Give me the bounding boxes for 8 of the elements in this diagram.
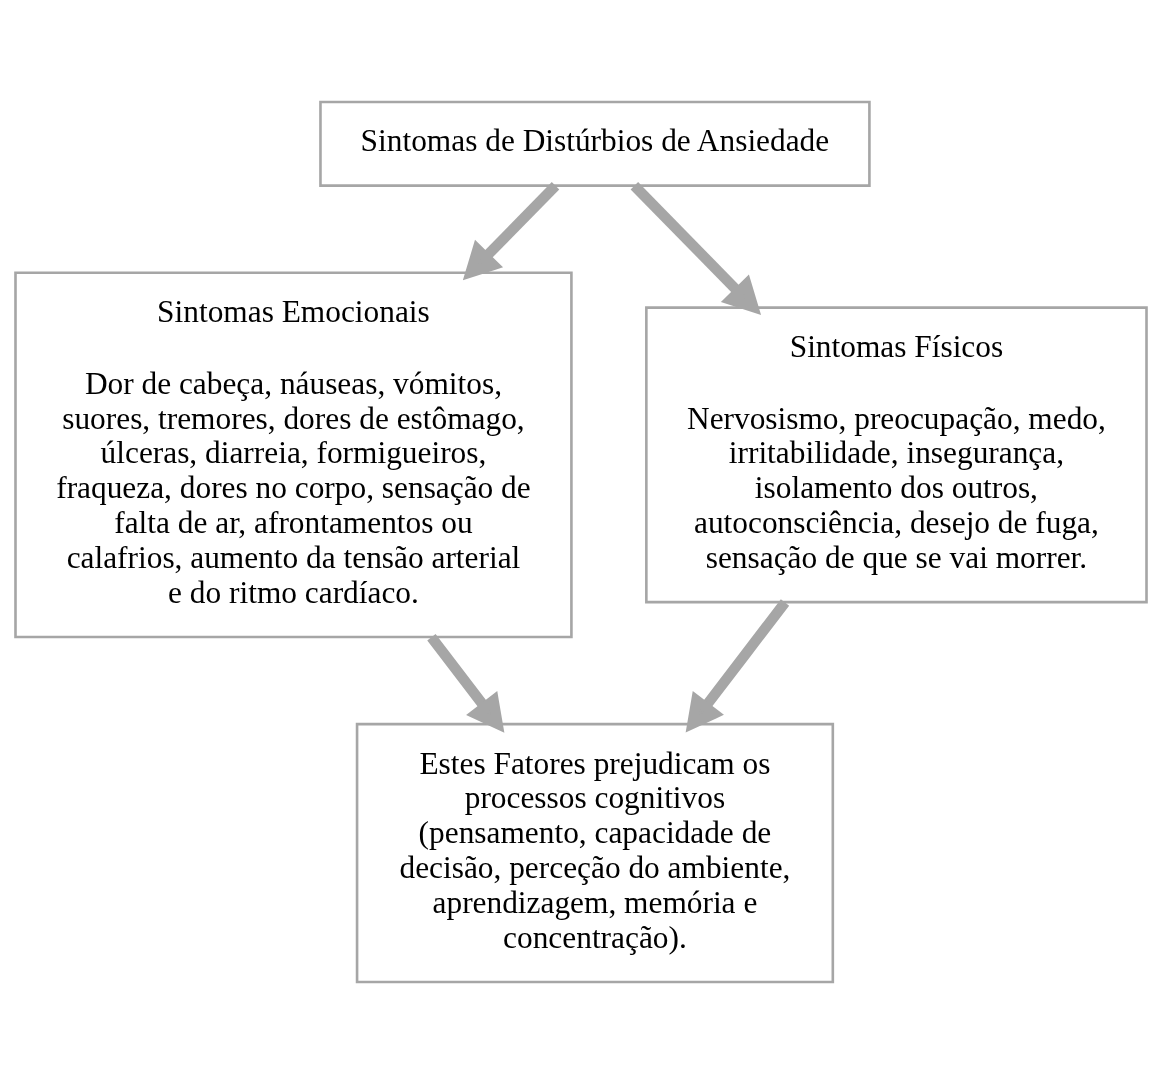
- arrow: [685, 599, 790, 733]
- node-box: Sintomas Físicos Nervosismo, preocupação, medo, irritabilidade, insegurança, isolamento dos outros, autoconsciência, desejo de fuga, sensação de que se vai morrer.: [645, 306, 1148, 604]
- node-box: Estes Fatores prejudicam os processos cognitivos (pensamento, capacidade de decisão, perceção do ambiente, aprendizagem, memória e concentração).: [355, 722, 835, 984]
- node-box: Sintomas de Distúrbios de Ansiedade: [319, 100, 871, 187]
- arrow: [462, 182, 560, 281]
- arrow: [630, 182, 762, 315]
- node-box: Sintomas Emocionais Dor de cabeça, náuseas, vómitos, suores, tremores, dores de estômago, úlceras, diarreia, formigueiros, fraqueza, dores no corpo, sensação de falta de ar, afrontamentos ou calafrios, aumento da tensão arterial e do ritmo cardíaco.: [14, 271, 573, 639]
- arrow: [427, 634, 505, 733]
